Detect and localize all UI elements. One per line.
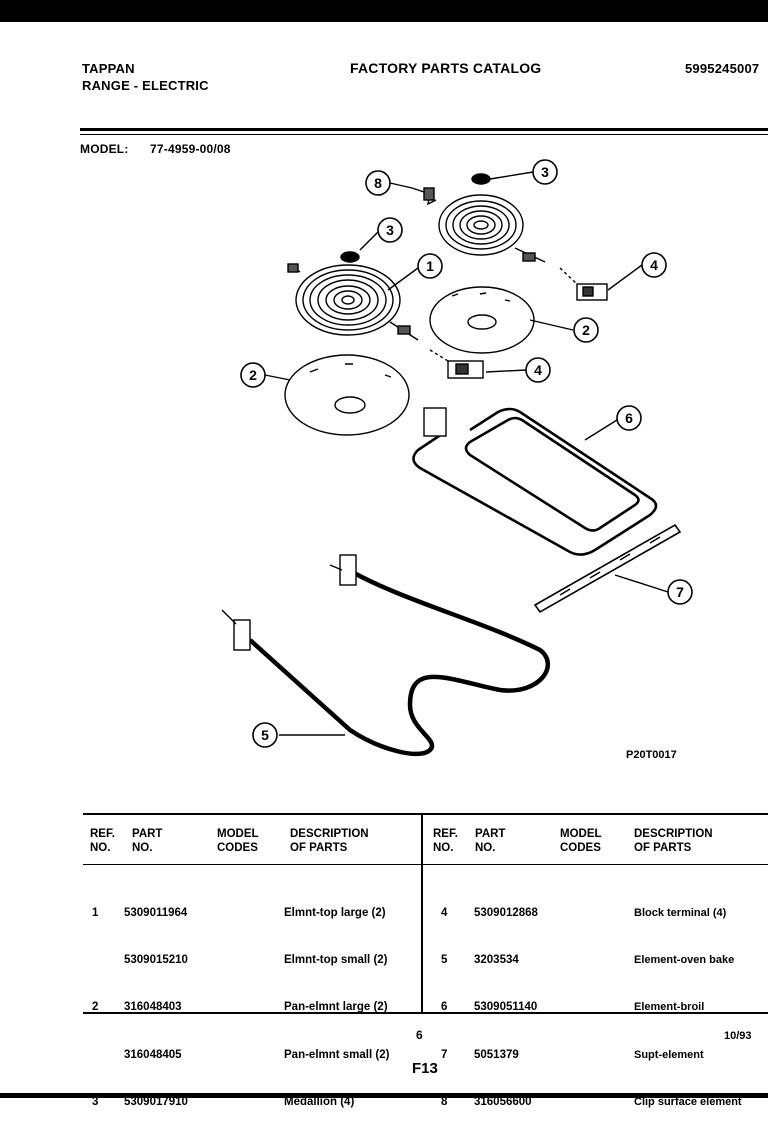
left-refs: 1 2 3 — [92, 874, 98, 1127]
table-rule-top — [83, 813, 768, 815]
ref-cell — [92, 953, 98, 969]
table-rule-bottom — [83, 1012, 768, 1014]
header-rule-top — [80, 128, 768, 131]
medallion-right — [471, 173, 491, 185]
left-descs: Elmnt-top large (2) Elmnt-top small (2) … — [284, 874, 389, 1127]
top-black-bar — [0, 0, 768, 22]
burner-coil-large — [287, 263, 419, 341]
figure-code: P20T0017 — [626, 749, 677, 761]
page-code: F13 — [412, 1060, 438, 1077]
part-cell: 5309012868 — [474, 906, 538, 919]
callout-2b: 2 — [249, 367, 257, 383]
col-ref-left: REF. NO. — [90, 828, 115, 854]
brand: TAPPAN — [82, 61, 135, 76]
callout-6: 6 — [625, 410, 633, 426]
burner-coil-small — [438, 194, 546, 263]
callout-2a: 2 — [582, 322, 590, 338]
callout-4a: 4 — [650, 257, 658, 273]
desc-cell: Elmnt-top large (2) — [284, 906, 386, 919]
left-parts: 5309011964 5309015210 316048403 31604840… — [124, 874, 188, 1127]
desc-cell: Supt-element — [634, 1048, 704, 1061]
part-cell: 316048405 — [124, 1048, 182, 1061]
element-broil — [412, 407, 658, 556]
part-cell: 3203534 — [474, 953, 519, 966]
desc-cell: Block terminal (4) — [634, 906, 727, 919]
callout-4b: 4 — [534, 362, 542, 378]
col-ref-right: REF. NO. — [433, 828, 458, 854]
col-model-right: MODEL CODES — [560, 828, 602, 854]
part-cell: 316048403 — [124, 1001, 182, 1014]
callout-3b: 3 — [386, 222, 394, 238]
bottom-black-bar — [0, 1093, 768, 1098]
medallion-left — [340, 251, 360, 263]
page-number: 6 — [416, 1028, 423, 1042]
header-rule-bottom — [80, 134, 768, 135]
ref-cell: 4 — [441, 906, 448, 919]
callout-3a: 3 — [541, 164, 549, 180]
subtitle: RANGE - ELECTRIC — [82, 78, 209, 93]
part-cell: 5309011964 — [124, 906, 188, 919]
drip-pan-large — [284, 354, 410, 436]
element-oven-bake — [221, 554, 551, 757]
right-descs: Block terminal (4) Element-oven bake Ele… — [634, 874, 742, 1127]
table-rule-under-header — [83, 864, 768, 865]
col-part-right: PART NO. — [475, 828, 506, 854]
desc-cell: Pan-elmnt small (2) — [284, 1048, 390, 1061]
catalog-number: 5995245007 — [685, 61, 760, 76]
ref-cell: 1 — [92, 906, 99, 919]
drip-pan-small — [429, 286, 535, 354]
catalog-title: FACTORY PARTS CATALOG — [350, 60, 542, 76]
desc-cell: Element-broil — [634, 1001, 705, 1014]
ref-cell — [92, 1048, 98, 1064]
ref-cell: 6 — [441, 1001, 448, 1014]
table-divider — [421, 813, 423, 1013]
callout-7: 7 — [676, 584, 684, 600]
col-part-left: PART NO. — [132, 828, 163, 854]
support-element — [533, 523, 682, 614]
callout-1: 1 — [426, 258, 434, 274]
ref-cell: 5 — [441, 953, 448, 966]
part-cell: 5309015210 — [124, 953, 188, 966]
callout-5: 5 — [261, 727, 269, 743]
col-model-left: MODEL CODES — [217, 828, 259, 854]
revision-date: 10/93 — [724, 1030, 752, 1042]
desc-cell: Pan-elmnt large (2) — [284, 1001, 388, 1014]
model-value: 77-4959-00/08 — [150, 142, 231, 156]
col-desc-right: DESCRIPTION OF PARTS — [634, 828, 713, 854]
right-parts: 5309012868 3203534 5309051140 5051379 31… — [474, 874, 538, 1127]
part-cell: 5309051140 — [474, 1001, 538, 1014]
desc-cell: Elmnt-top small (2) — [284, 953, 388, 966]
callout-8: 8 — [374, 175, 382, 191]
clip-surface-element — [411, 187, 437, 206]
model-label: MODEL: — [80, 142, 129, 156]
terminal-block-right — [559, 267, 608, 301]
desc-cell: Element-oven bake — [634, 953, 735, 966]
ref-cell: 2 — [92, 1001, 99, 1014]
ref-cell: 7 — [441, 1048, 448, 1061]
terminal-block-left — [429, 349, 484, 379]
part-cell: 5051379 — [474, 1048, 519, 1061]
right-refs: 4 5 6 7 8 — [441, 874, 447, 1127]
col-desc-left: DESCRIPTION OF PARTS — [290, 828, 369, 854]
parts-exploded-diagram: 8 3 3 1 4 2 2 4 6 7 5 P20T0017 — [221, 159, 693, 761]
